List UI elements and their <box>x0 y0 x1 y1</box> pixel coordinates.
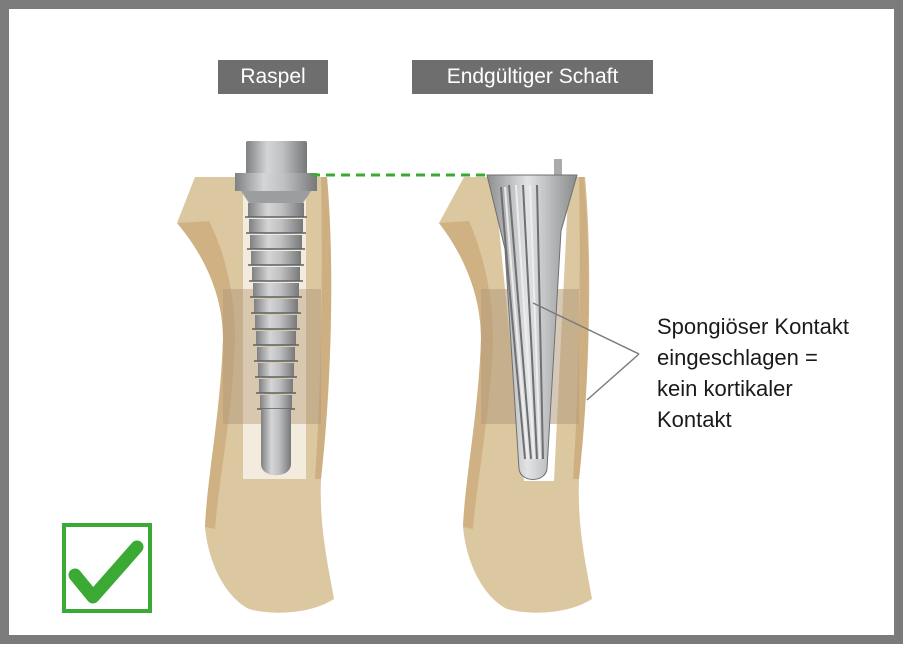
rasp-handle <box>246 141 307 177</box>
annotation-line: kein kortikaler <box>657 373 849 404</box>
stem-trunnion <box>554 159 562 177</box>
label-rasp: Raspel <box>218 60 328 94</box>
rasp-tip <box>261 409 291 475</box>
annotation-line: eingeschlagen = <box>657 342 849 373</box>
annotation-text: Spongiöser Kontakt eingeschlagen = kein … <box>657 311 849 435</box>
label-final-stem: Endgültiger Schaft <box>412 60 653 94</box>
checkmark-icon <box>64 525 150 611</box>
pointer-line-lower <box>587 354 639 400</box>
annotation-line: Kontakt <box>657 404 849 435</box>
annotation-line: Spongiöser Kontakt <box>657 311 849 342</box>
